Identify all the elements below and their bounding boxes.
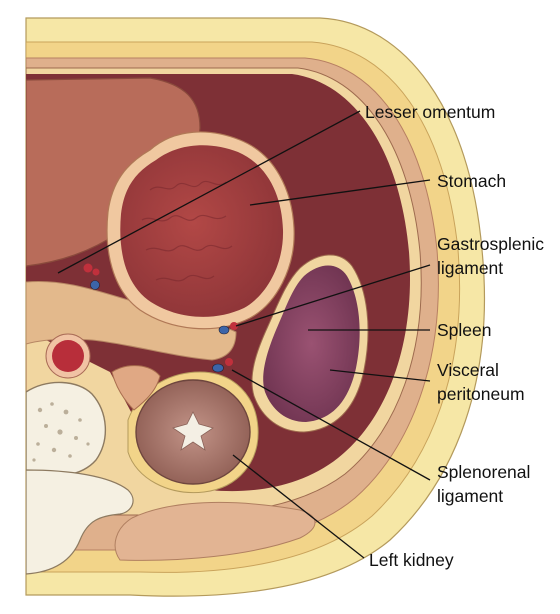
label-spleen: Spleen [437, 320, 492, 340]
left-gastric-artery [83, 263, 93, 273]
leader-visceral-peritoneum [329, 369, 431, 382]
leader-gastrosplenic [235, 264, 431, 327]
leader-lines [57, 110, 431, 559]
psoas-muscle [111, 365, 161, 411]
splenic-vein [212, 363, 224, 373]
posterior-fat-band [26, 280, 237, 361]
label-splenorenal-line2: ligament [437, 486, 503, 506]
trabecular-bone-texture [32, 402, 90, 462]
stomach-mucosa [120, 145, 284, 317]
label-gastrosplenic-line2: ligament [437, 258, 503, 278]
label-visceral-line2: peritoneum [437, 384, 525, 404]
label-stomach: Stomach [437, 171, 506, 191]
left-gastric-vein [90, 280, 100, 290]
vertebral-body [26, 381, 107, 477]
label-left-kidney: Left kidney [369, 550, 454, 570]
vessel-small [92, 268, 100, 276]
vertebral-arch [26, 469, 134, 575]
leader-splenorenal [231, 369, 431, 481]
labels: Lesser omentum Stomach Gastrosplenic lig… [365, 102, 544, 570]
gastric-rugae [141, 180, 233, 282]
leader-left-kidney [232, 454, 365, 559]
spleen-parenchyma [263, 265, 360, 422]
paraspinal-muscle [114, 501, 316, 561]
leader-lesser-omentum [57, 110, 361, 274]
short-gastric-artery [230, 322, 238, 330]
short-gastric-vein [218, 325, 230, 335]
aorta-lumen [52, 340, 84, 372]
label-gastrosplenic-line1: Gastrosplenic [437, 234, 544, 254]
label-visceral-line1: Visceral [437, 360, 499, 380]
renal-pelvis [172, 411, 214, 451]
label-lesser-omentum: Lesser omentum [365, 102, 495, 122]
leader-stomach [249, 179, 431, 206]
splenic-artery [225, 358, 233, 366]
label-splenorenal-line1: Splenorenal [437, 462, 530, 482]
